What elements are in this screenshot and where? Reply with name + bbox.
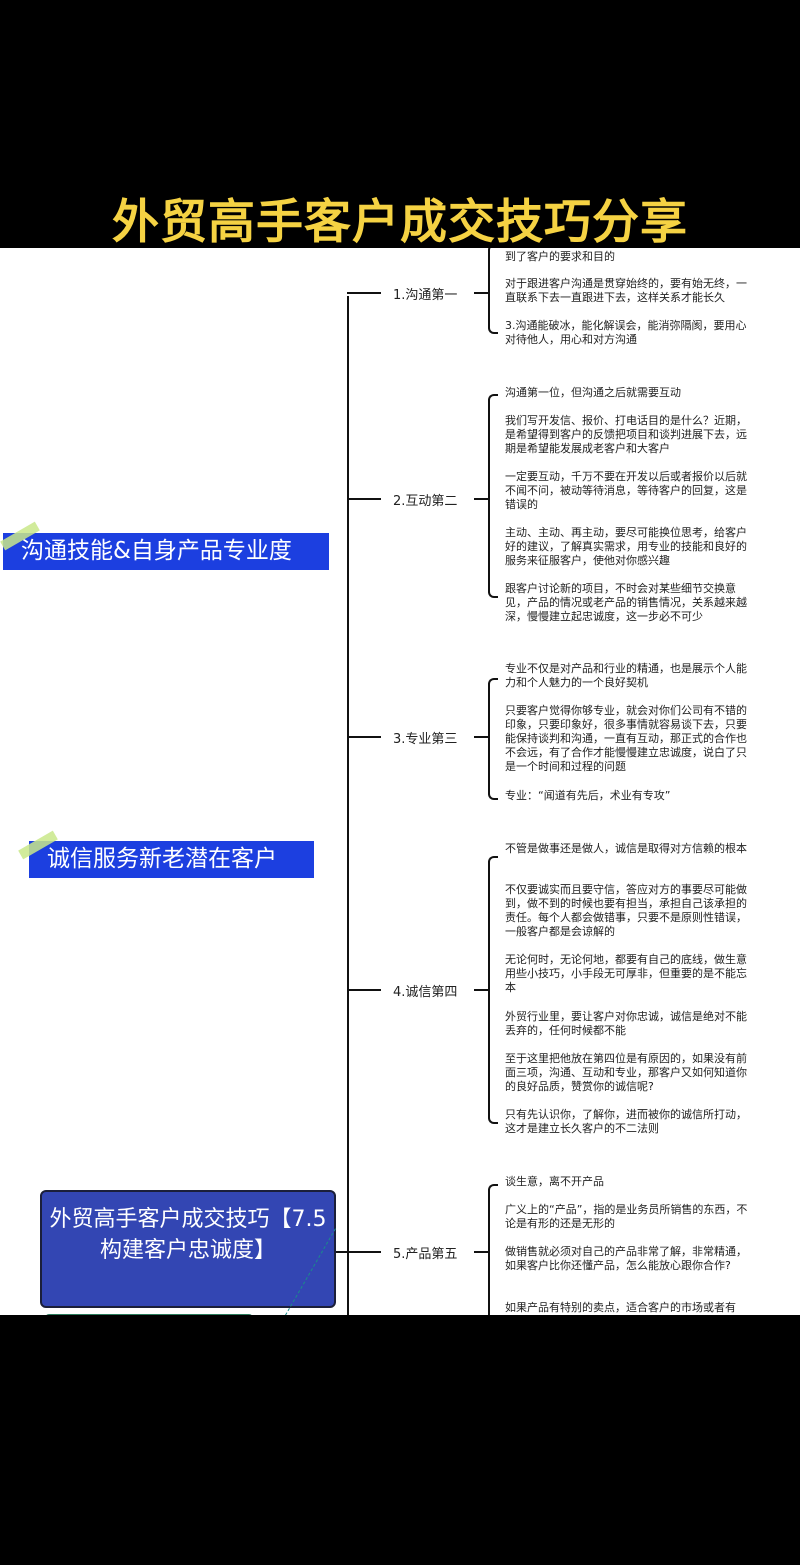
page-title: 外贸高手客户成交技巧分享 [112,195,688,250]
list-item: 至于这里把他放在第四位是有原因的，如果没有前面三项，沟通、互动和专业，那客户又如… [505,1052,747,1093]
list-item: 专业不仅是对产品和行业的精通，也是展示个人能力和个人魅力的一个良好契机 [505,662,747,689]
branch-integrity[interactable]: 4.诚信第四 [393,985,458,1000]
list-item: 只要客户觉得你够专业，就会对你们公司有不错的印象，只要印象好，很多事情就容易谈下… [505,704,747,773]
connector [474,498,488,500]
branch-communication[interactable]: 1.沟通第一 [393,288,458,303]
connector [474,736,488,738]
list-item: 一定要互动，千万不要在开发以后或者报价以后就不闻不问，被动等待消息，等待客户的回… [505,470,747,511]
list-item: 沟通第一位，但沟通之后就需要互动 [505,386,681,399]
brace [488,1184,498,1315]
list-item: 到了客户的要求和目的 [505,250,615,263]
brace [488,856,498,1124]
connector [347,292,381,294]
connector [347,989,381,991]
list-item: 3.沟通能破冰，能化解误会，能消弥隔阂，要用心对待他人，用心和对方沟通 [505,319,747,346]
list-item: 如果产品有特别的卖点，适合客户的市场或者有 [505,1301,736,1314]
list-item: 做销售就必须对自己的产品非常了解，非常精通，如果客户比你还懂产品，怎么能放心跟你… [505,1245,747,1272]
list-item: 谈生意，离不开产品 [505,1175,604,1188]
list-item: 专业：“闻道有先后，术业有专攻” [505,789,671,802]
list-item: 外贸行业里，要让客户对你忠诚，诚信是绝对不能丢弃的，任何时候都不能 [505,1010,747,1037]
list-item: 广义上的“产品”，指的是业务员所销售的东西，不论是有形的还是无形的 [505,1203,748,1230]
root-node-shadow [45,1314,253,1315]
brace [488,248,498,334]
list-item: 不管是做事还是做人，诚信是取得对方信赖的根本 [505,842,747,855]
list-item: 对于跟进客户沟通是贯穿始终的，要有始无终，一直联系下去一直跟进下去，这样关系才能… [505,277,747,304]
list-item: 不仅要诚实而且要守信，答应对方的事要尽可能做到，做不到的时候也要有担当，承担自己… [505,883,747,938]
connector [474,292,488,294]
mind-map: 1.沟通第一 2.互动第二 3.专业第三 4.诚信第四 5.产品第五 到了客户的… [0,248,800,1315]
connector [347,736,381,738]
branch-professional[interactable]: 3.专业第三 [393,732,458,747]
brace [488,678,498,800]
list-item: 跟客户讨论新的项目，不时会对某些细节交换意见，产品的情况或老产品的销售情况，关系… [505,582,747,623]
list-item: 只有先认识你，了解你，进而被你的诚信所打动，这才是建立长久客户的不二法则 [505,1108,747,1135]
tag-communication-skills: 沟通技能&自身产品专业度 [3,533,329,570]
brace [488,394,498,598]
connector [347,498,381,500]
trunk-line [347,296,349,1315]
connector [336,1251,381,1253]
root-node[interactable]: 外贸高手客户成交技巧【7.5构建客户忠诚度】 [40,1190,336,1308]
branch-product[interactable]: 5.产品第五 [393,1247,458,1262]
branch-interaction[interactable]: 2.互动第二 [393,494,458,509]
connector [474,1251,488,1253]
list-item: 无论何时，无论何地，都要有自己的底线，做生意用些小技巧，小手段无可厚非，但重要的… [505,953,747,994]
tag-integrity-service: 诚信服务新老潜在客户 [29,841,314,878]
list-item: 主动、主动、再主动，要尽可能换位思考，给客户好的建议，了解真实需求，用专业的技能… [505,526,747,567]
list-item: 我们写开发信、报价、打电话目的是什么？近期，是希望得到客户的反馈把项目和谈判进展… [505,414,747,455]
connector [474,989,488,991]
